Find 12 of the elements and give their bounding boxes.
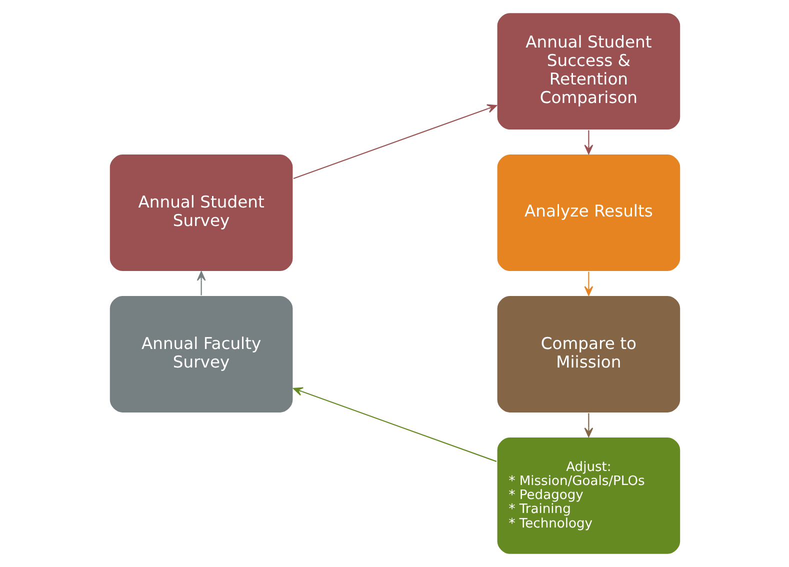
arrow	[584, 130, 593, 154]
arrow	[196, 271, 206, 296]
node-box: Adjust: * Mission/Goals/PLOs * Pedagogy * Training * Technology	[496, 436, 681, 555]
arrow	[292, 387, 496, 462]
arrow	[584, 413, 593, 438]
node-box: Annual Faculty Survey	[108, 294, 294, 414]
node-box: Annual Student Success & Retention Comparison	[496, 12, 681, 131]
node-box: Analyze Results	[496, 153, 681, 272]
node-box: Annual Student Survey	[108, 153, 294, 272]
arrow	[292, 104, 496, 180]
arrow	[584, 272, 593, 296]
node-box: Compare to Miission	[496, 294, 681, 414]
